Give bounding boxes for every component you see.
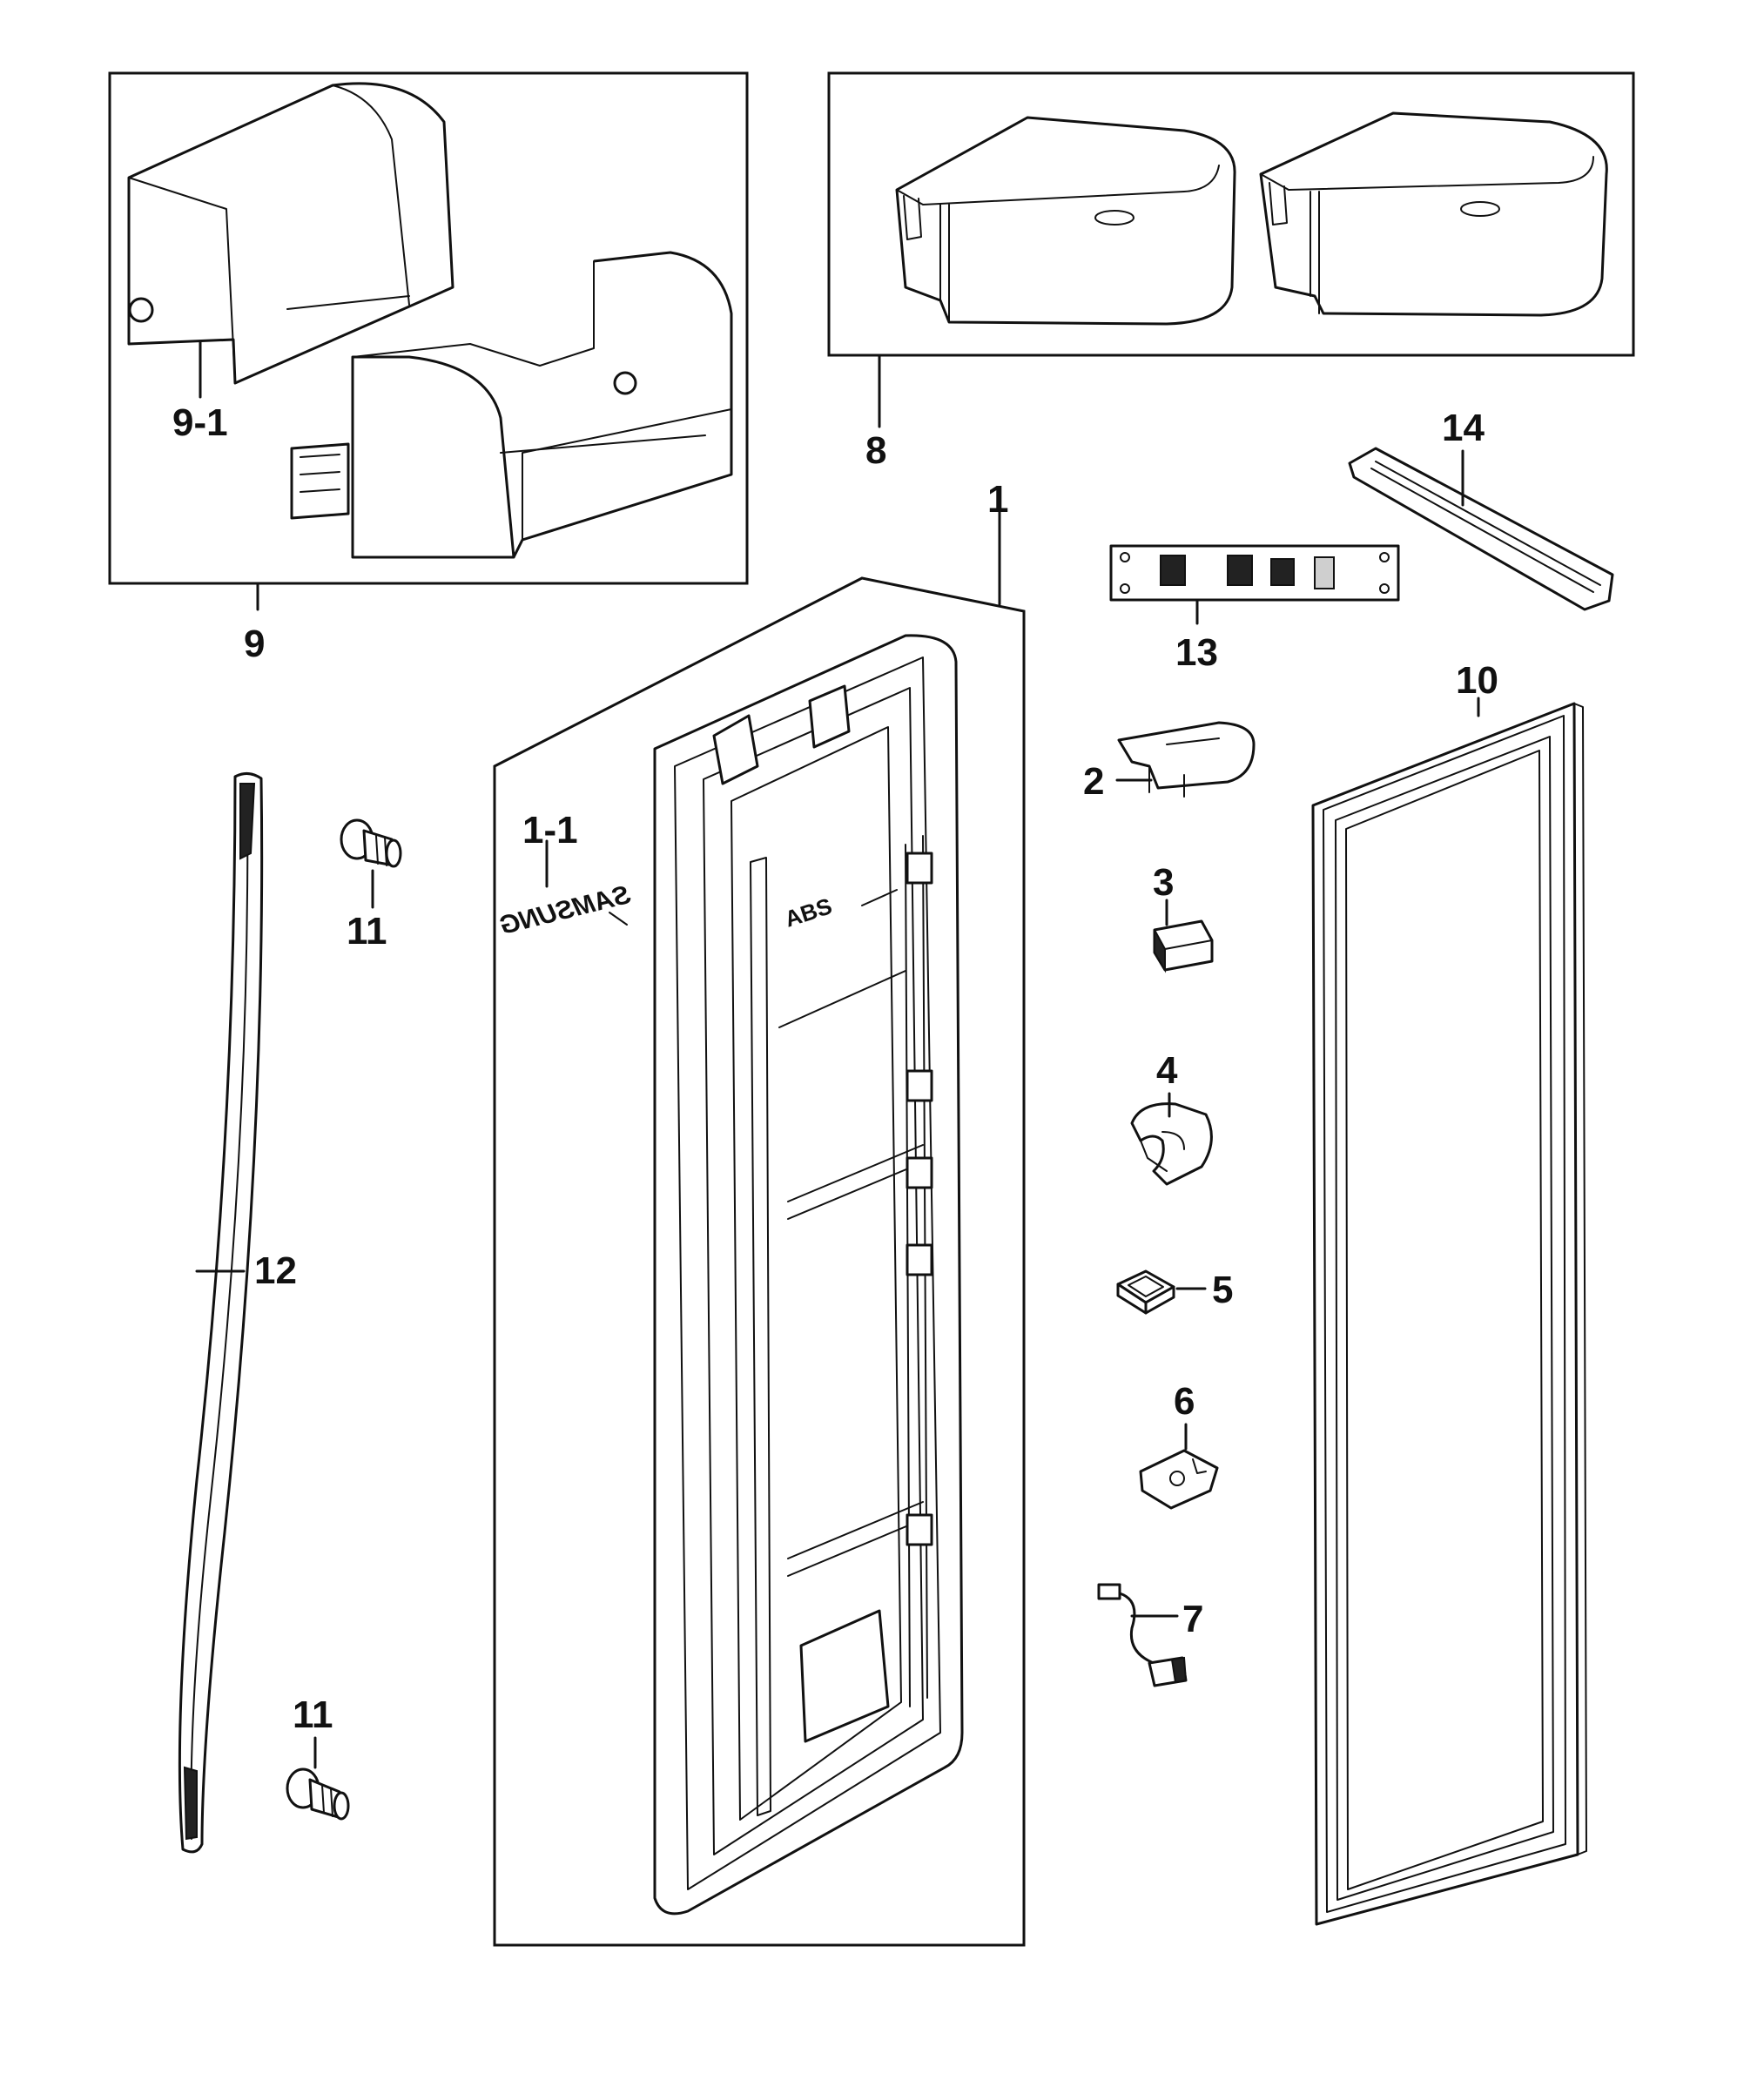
guard-bin-left	[895, 116, 1236, 326]
callout-12: 12	[254, 1249, 297, 1292]
callout-8: 8	[865, 429, 887, 472]
callout-4: 4	[1156, 1049, 1178, 1092]
callout-10: 10	[1456, 659, 1498, 702]
hinge-pin-bottom-part	[286, 1767, 350, 1821]
callout-9-1: 9-1	[172, 401, 228, 444]
bracket-part	[1139, 1449, 1219, 1510]
callout-6: 6	[1174, 1380, 1195, 1423]
hinge-pin-top-part	[340, 818, 402, 868]
door-assembly-box: ABS SAMSUNG	[493, 486, 1026, 1947]
logo-badge-lettering: SAMSUNG	[497, 880, 634, 940]
hinge-cover-part	[1117, 721, 1256, 798]
bin-assembly-box	[108, 71, 749, 585]
bin-cover-part	[127, 82, 454, 385]
callout-1-1: 1-1	[522, 809, 578, 852]
guard-bins-box	[827, 71, 1635, 357]
hinge-clamp-part	[1130, 1102, 1213, 1186]
door-cap-strip-part	[1348, 447, 1614, 611]
wire-harness-part	[1097, 1583, 1188, 1687]
callout-7: 7	[1182, 1598, 1204, 1640]
door-gasket-part	[1311, 702, 1587, 1926]
callout-3: 3	[1153, 861, 1175, 904]
callout-2: 2	[1083, 760, 1105, 803]
callout-9: 9	[244, 623, 266, 665]
pad-part	[1116, 1269, 1175, 1315]
door-handle-part	[178, 772, 264, 1854]
callout-1: 1	[987, 478, 1009, 521]
callout-11-top: 11	[347, 910, 387, 953]
callout-13: 13	[1175, 631, 1218, 674]
guard-bin-right	[1259, 111, 1608, 317]
callout-5: 5	[1212, 1269, 1234, 1311]
led-pcb-part	[1109, 544, 1400, 602]
fridge-door-part: ABS	[653, 634, 964, 1916]
callout-14: 14	[1442, 407, 1485, 449]
bin-base-part	[290, 251, 733, 559]
logo-badge-part: SAMSUNG	[497, 839, 634, 940]
callout-11-bottom: 11	[293, 1693, 333, 1736]
door-switch-part	[1153, 919, 1214, 973]
